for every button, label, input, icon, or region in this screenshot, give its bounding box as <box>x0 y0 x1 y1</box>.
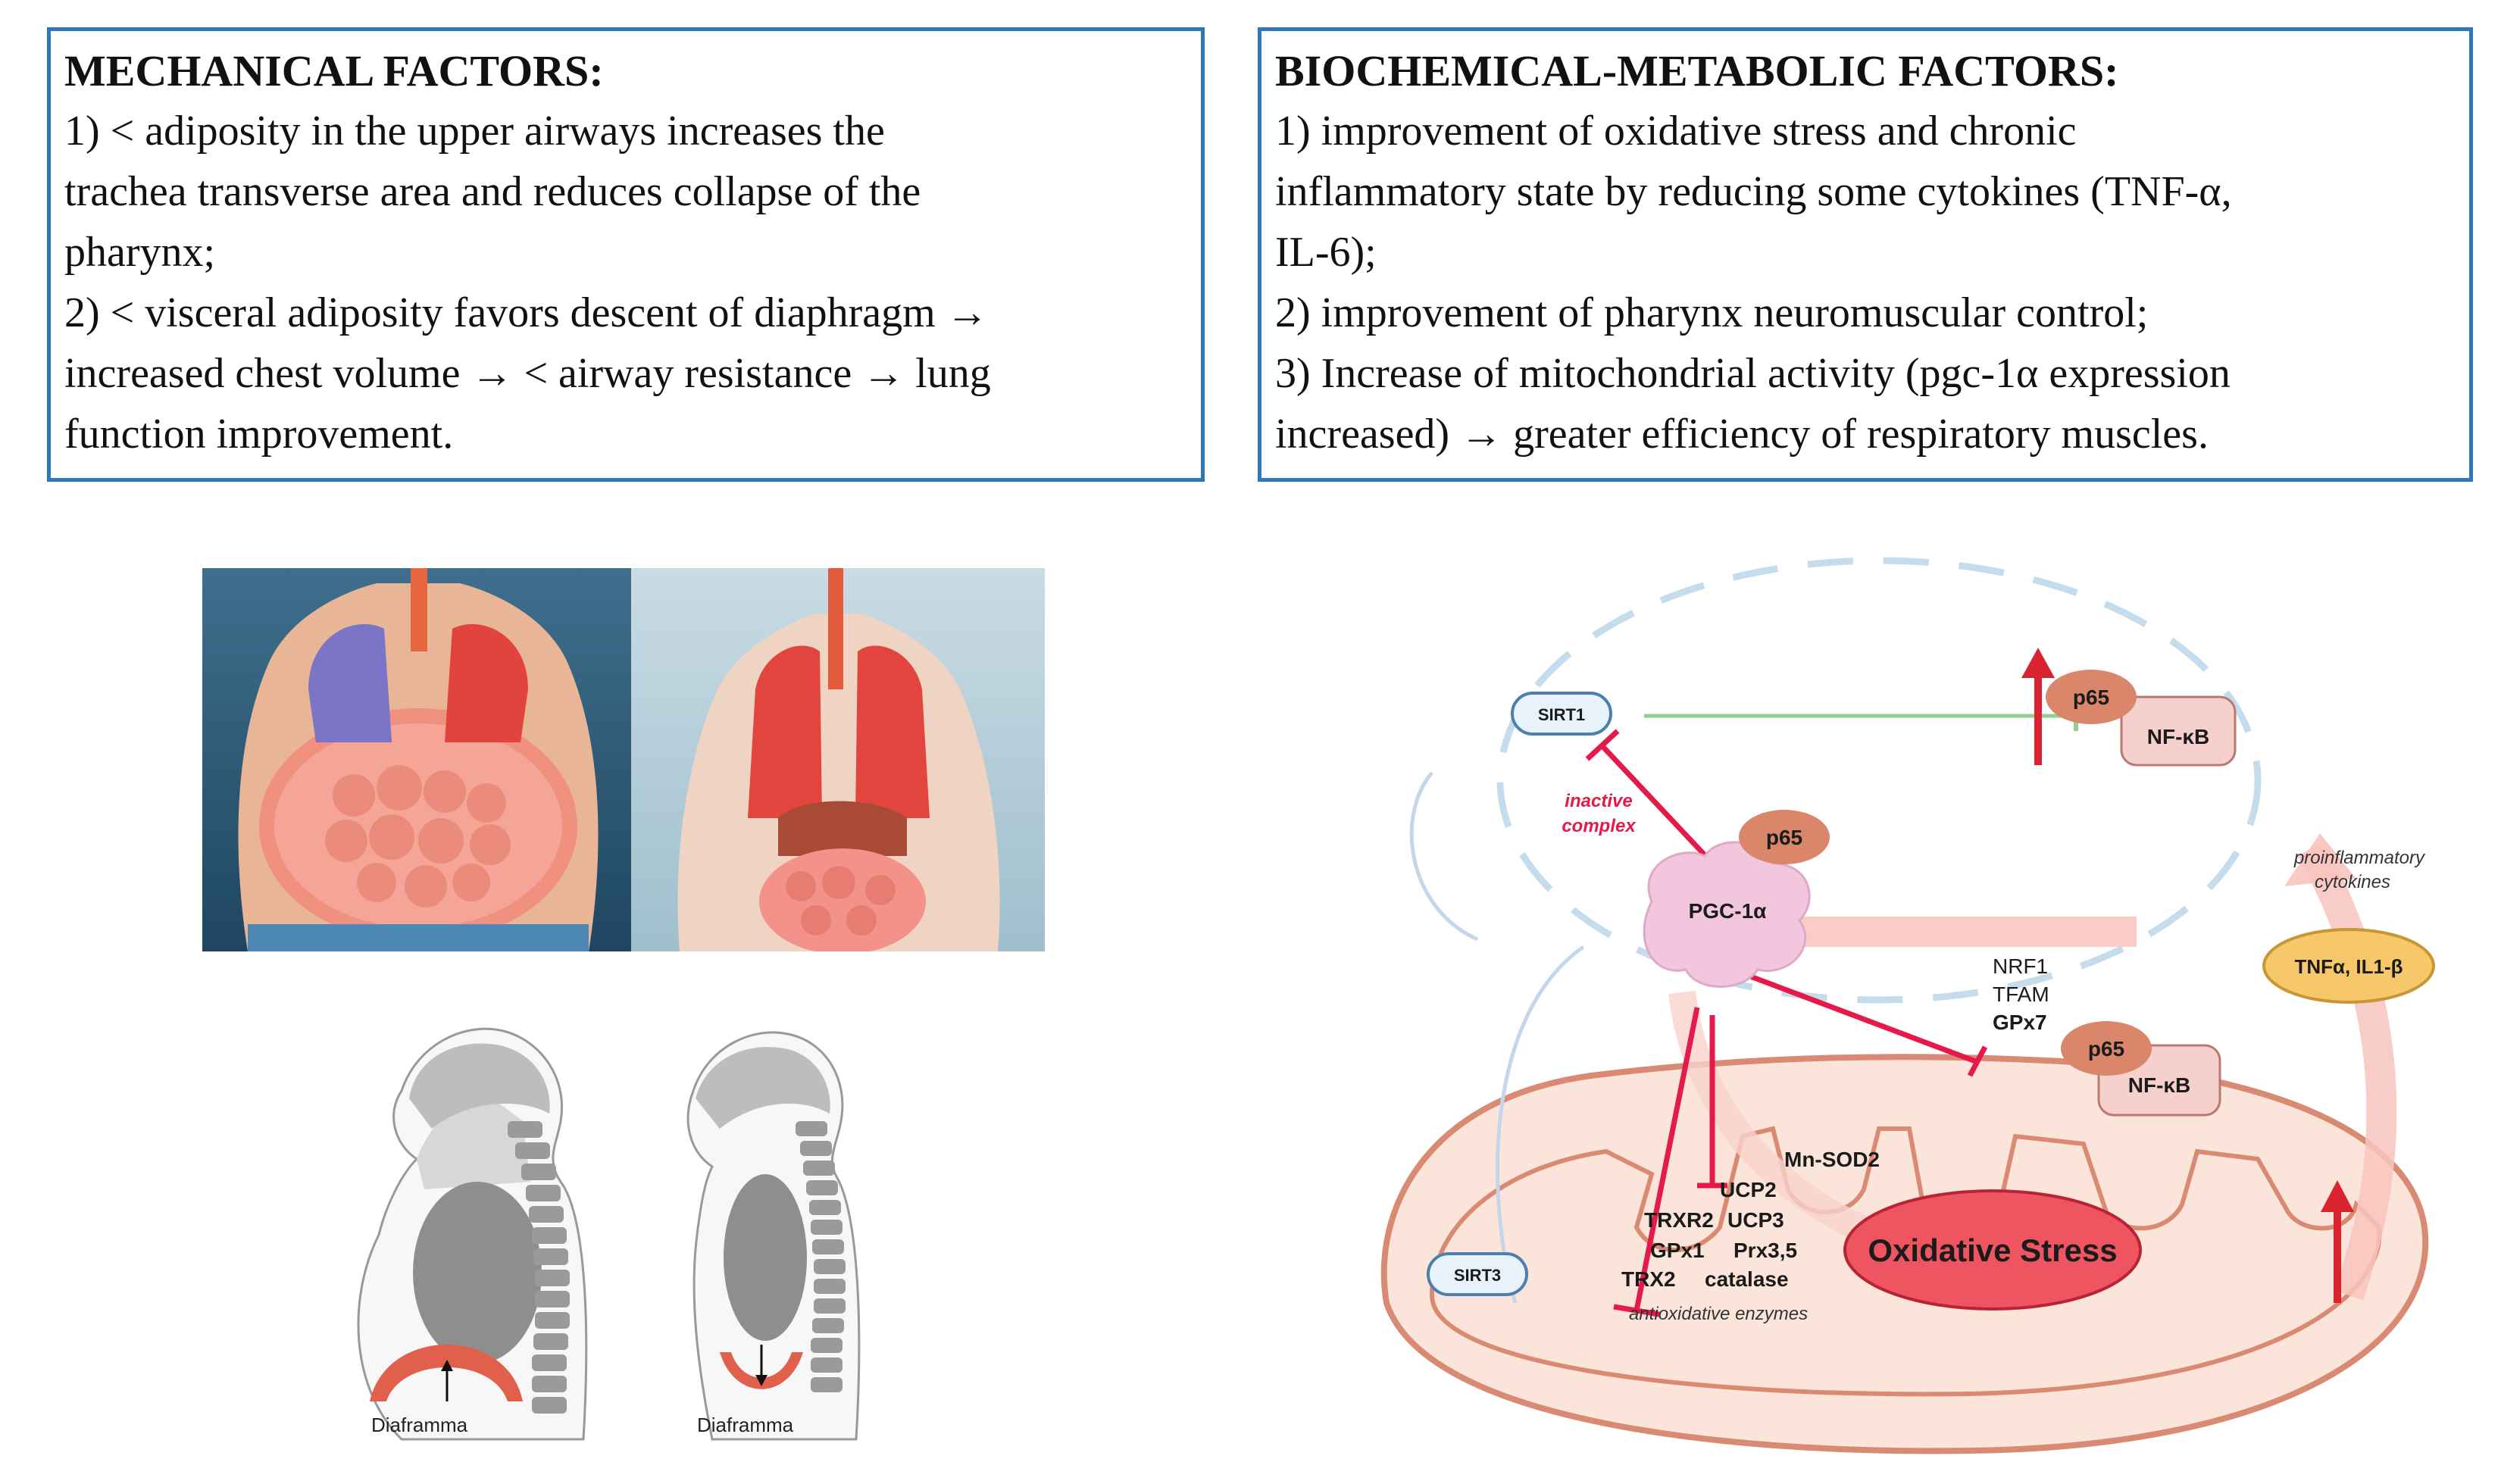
biochemical-factors-title: BIOCHEMICAL-METABOLIC FACTORS: <box>1275 46 2119 95</box>
ucp2-label: UCP2 <box>1720 1178 1777 1201</box>
p65-low-label: p65 <box>2088 1037 2124 1061</box>
gpx1-label: GPx1 <box>1650 1239 1705 1262</box>
pathway-diagram: SIRT1 NF-κB p65 inactive complex PGC-1α … <box>1364 545 2470 1462</box>
tfam-label: TFAM <box>1993 983 2049 1006</box>
torso-comparison-illustration <box>202 568 1045 951</box>
inactive-label-2: complex <box>1562 816 1637 836</box>
biochemical-line: inflammatory state by reducing some cyto… <box>1275 168 2232 215</box>
left-diaphragm-label: Diaframma <box>371 1414 468 1436</box>
nfkb-top-label: NF-κB <box>2147 725 2209 748</box>
red-inhibition-lines <box>1585 729 1988 1317</box>
nrf1-label: NRF1 <box>1993 954 2048 978</box>
obese-silhouette <box>357 1027 588 1441</box>
p65-low-oval <box>2061 1021 2152 1076</box>
mechanical-line: 2) < visceral adiposity favors descent o… <box>64 289 989 336</box>
pgc1a-blob <box>1643 841 1811 988</box>
diaphragm-silhouettes: Diaframma Diaframma <box>333 1008 879 1462</box>
mechanical-line: trachea transverse area and reduces coll… <box>64 168 921 215</box>
catalase-label: catalase <box>1705 1267 1789 1291</box>
biochemical-line: increased) → greater efficiency of respi… <box>1275 411 2209 458</box>
nfkb-top-box <box>2120 695 2237 767</box>
prx-label: Prx3,5 <box>1734 1239 1797 1262</box>
pgc1a-label: PGC-1α <box>1689 899 1767 923</box>
tnf-label: TNFα, IL1-β <box>2294 955 2403 978</box>
biochemical-line: 2) improvement of pharynx neuromuscular … <box>1275 289 2149 336</box>
ucp3-label: UCP3 <box>1727 1208 1784 1232</box>
p65-mid-label: p65 <box>1766 826 1802 849</box>
p65-top-oval <box>2046 670 2137 724</box>
trxr2-label: TRXR2 <box>1644 1208 1714 1232</box>
nfkb-low-label: NF-κB <box>2128 1073 2190 1097</box>
sirt3-pill <box>1427 1252 1528 1296</box>
sirt1-label: SIRT1 <box>1538 705 1585 724</box>
right-diaphragm-label: Diaframma <box>697 1414 794 1436</box>
biochemical-factors-box: BIOCHEMICAL-METABOLIC FACTORS: 1) improv… <box>1258 27 2473 482</box>
oxidative-stress-label: Oxidative Stress <box>1868 1233 2117 1268</box>
biochemical-line: IL-6); <box>1275 229 1377 276</box>
nucleus-outline <box>1496 557 2262 1004</box>
biochemical-line: 1) improvement of oxidative stress and c… <box>1275 108 2077 155</box>
sirt3-label: SIRT3 <box>1454 1266 1501 1285</box>
pathway-svg: SIRT1 NF-κB p65 inactive complex PGC-1α … <box>1380 557 2435 1454</box>
mnsod2-label: Mn-SOD2 <box>1784 1148 1880 1171</box>
gpx7-label: GPx7 <box>1993 1011 2047 1034</box>
trx2-label: TRX2 <box>1621 1267 1676 1291</box>
lean-torso <box>677 568 1000 951</box>
antioxidative-label: antioxidative enzymes <box>1629 1304 1808 1324</box>
obese-torso <box>238 568 599 951</box>
mechanical-line: pharynx; <box>64 229 216 276</box>
inactive-label-1: inactive <box>1565 791 1632 811</box>
mechanical-line: function improvement. <box>64 411 454 458</box>
tnf-oval <box>2262 928 2435 1004</box>
mechanical-line: increased chest volume → < airway resist… <box>64 350 991 397</box>
mechanical-factors-title: MECHANICAL FACTORS: <box>64 46 604 95</box>
mechanical-factors-box: MECHANICAL FACTORS: 1) < adiposity in th… <box>47 27 1205 482</box>
p65-mid-oval <box>1739 810 1830 864</box>
mechanical-line: 1) < adiposity in the upper airways incr… <box>64 108 885 155</box>
diaphragm-svg: Diaframma Diaframma <box>357 1027 861 1441</box>
proinflammatory-label-2: cytokines <box>2315 872 2390 892</box>
sirt1-pill <box>1511 692 1612 736</box>
proinflammatory-label-1: proinflammatory <box>2293 848 2426 868</box>
lean-silhouette <box>686 1031 861 1441</box>
p65-top-label: p65 <box>2073 686 2109 709</box>
torso-comparison-svg <box>202 568 1045 951</box>
biochemical-line: 3) Increase of mitochondrial activity (p… <box>1275 350 2231 397</box>
oxidative-stress-oval <box>1843 1189 2142 1311</box>
